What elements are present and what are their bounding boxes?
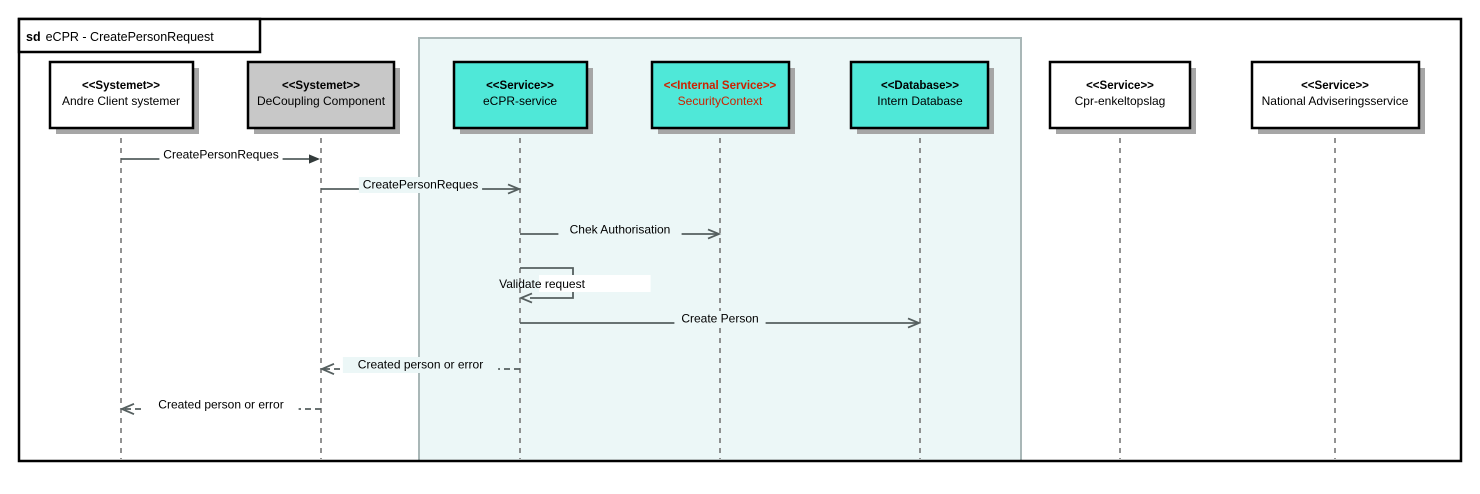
arrowhead-open <box>907 317 922 329</box>
message-label-bg <box>539 275 651 292</box>
message-msg-created-person-or-error-2[interactable]: Created person or error <box>119 397 321 416</box>
lifeline-box[interactable] <box>1250 60 1421 130</box>
message-label-bg <box>358 177 483 193</box>
arrowhead-return <box>319 362 335 376</box>
message-label-bg <box>674 311 766 327</box>
lifeline-box[interactable] <box>849 60 990 130</box>
message-label: CreatePersonReques <box>163 148 278 162</box>
lifeline-head-national-adviseringsservice[interactable]: <<Service>> National Adviseringsservice <box>1250 60 1425 134</box>
message-label-bg <box>159 147 283 163</box>
lifeline-box[interactable] <box>246 60 396 130</box>
lifeline-name: Andre Client systemer <box>62 94 180 108</box>
lifeline-head-decoupling-component[interactable]: <<Systemet>> DeCoupling Component <box>246 60 400 134</box>
arrowhead-open <box>518 292 533 304</box>
message-label: Chek Authorisation <box>570 223 671 237</box>
arrowhead-return <box>119 402 135 416</box>
frame-title-text: eCPR - CreatePersonRequest <box>46 30 215 44</box>
message-msg-create-person[interactable]: Create Person <box>520 311 922 329</box>
message-label: Created person or error <box>358 358 483 372</box>
lifeline-stereotype: <<Service>> <box>486 80 554 92</box>
message-msg-createpersonreques-2[interactable]: CreatePersonReques <box>321 177 522 195</box>
message-label-bg <box>143 397 299 413</box>
message-label: CreatePersonReques <box>363 178 478 192</box>
message-layer: CreatePersonRequesCreatePersonRequesChek… <box>119 147 922 416</box>
arrowhead-open <box>507 183 522 195</box>
lifeline-name: National Adviseringsservice <box>1262 94 1409 108</box>
lifeline-stereotype: <<Systemet>> <box>282 80 360 92</box>
message-msg-createpersonreques-1[interactable]: CreatePersonReques <box>121 147 320 164</box>
lifeline-head-intern-database[interactable]: <<Database>> Intern Database <box>849 60 994 134</box>
message-label-bg <box>558 222 682 238</box>
lifeline-stereotype: <<Service>> <box>1301 80 1369 92</box>
frame-keyword: sd <box>26 30 41 44</box>
lifeline-stereotype: <<Internal Service>> <box>664 80 777 92</box>
lifeline-stereotype: <<Service>> <box>1086 80 1154 92</box>
message-label-bg <box>342 357 499 373</box>
lifeline-name: eCPR-service <box>483 94 557 108</box>
lifeline-name: DeCoupling Component <box>257 94 386 108</box>
lifeline-box[interactable] <box>48 60 195 130</box>
frame-tab-box <box>17 17 262 54</box>
lifeline-name: Intern Database <box>877 94 963 108</box>
message-label: Validate request <box>499 277 586 291</box>
lifeline-name: SecurityContext <box>678 94 763 108</box>
frame-title-tab: sd eCPR - CreatePersonRequest <box>17 17 262 54</box>
message-msg-created-person-or-error-1[interactable]: Created person or error <box>319 357 520 376</box>
lifeline-head-securitycontext[interactable]: <<Internal Service>> SecurityContext <box>650 60 795 134</box>
lifeline-box[interactable] <box>650 60 791 130</box>
lifeline-stereotype: <<Database>> <box>881 80 959 92</box>
message-msg-chek-authorisation[interactable]: Chek Authorisation <box>520 222 722 240</box>
message-msg-validate-request[interactable]: Validate request <box>499 267 651 304</box>
lifeline-name: Cpr-enkeltopslag <box>1075 94 1166 108</box>
lifeline-stereotype: <<Systemet>> <box>82 80 160 92</box>
lifeline-head-cpr-enkeltopslag[interactable]: <<Service>> Cpr-enkeltopslag <box>1048 60 1196 134</box>
lifeline-head-andre-client-systemer[interactable]: <<Systemet>> Andre Client systemer <box>48 60 199 134</box>
lifeline-box[interactable] <box>452 60 589 130</box>
frame-title: sd eCPR - CreatePersonRequest <box>26 30 214 44</box>
arrowhead-open <box>707 228 722 240</box>
lifeline-head-ecpr-service[interactable]: <<Service>> eCPR-service <box>452 60 593 134</box>
message-label: Created person or error <box>158 398 283 412</box>
message-label: Create Person <box>681 312 758 326</box>
arrowhead-filled <box>309 154 320 164</box>
lifeline-head-layer: <<Systemet>>Andre Client systemer<<Syste… <box>48 60 1425 134</box>
lifeline-box[interactable] <box>1048 60 1192 130</box>
